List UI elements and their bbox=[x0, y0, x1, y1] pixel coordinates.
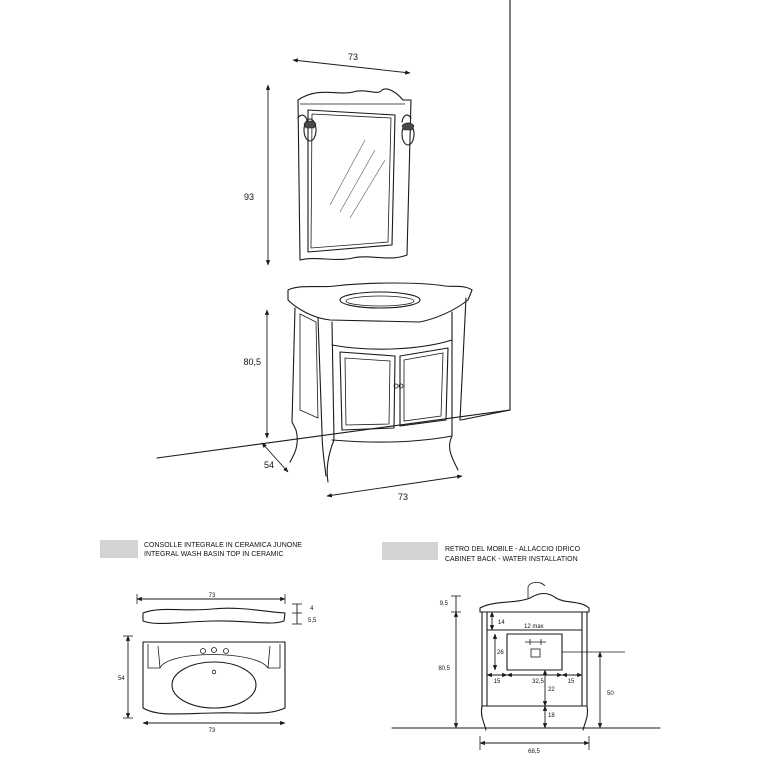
cabinet-depth-label: 54 bbox=[264, 460, 274, 470]
basin-thickness-side-label: 5,5 bbox=[308, 618, 317, 624]
back-dim-shelf-label: 14 bbox=[498, 620, 505, 626]
back-dim-left-label: 15 bbox=[494, 679, 501, 685]
cabinet-width-label: 73 bbox=[398, 492, 408, 502]
back-dim-opening-label: 12 max bbox=[524, 624, 544, 630]
mirror-drawing bbox=[297, 88, 412, 261]
basin-thickness-top-label: 4 bbox=[310, 606, 314, 612]
back-dimension-lines bbox=[451, 595, 603, 750]
cabinet-back-drawing bbox=[391, 582, 661, 731]
left-wall-lamp bbox=[297, 114, 317, 142]
cabinet-height-label: 80,5 bbox=[243, 357, 261, 367]
right-wall-lamp bbox=[401, 114, 415, 146]
basin-plan-depth-label: 54 bbox=[118, 676, 125, 682]
back-dim-right-label: 15 bbox=[568, 679, 575, 685]
back-dim-floor-label: 18 bbox=[548, 713, 555, 719]
back-dim-mid-label: 22 bbox=[548, 687, 555, 693]
back-dim-drain-label: 50 bbox=[607, 691, 614, 697]
basin-plan-width-label: 73 bbox=[209, 728, 216, 734]
basin-plan-view bbox=[123, 635, 286, 726]
mirror-width-label: 73 bbox=[348, 52, 358, 62]
basin-top-width-label: 73 bbox=[209, 593, 216, 599]
basin-caption-line1: CONSOLLE INTEGRALE IN CERAMICA JUNONE bbox=[144, 542, 302, 549]
mirror-height-label: 93 bbox=[244, 192, 254, 202]
basin-caption-swatch bbox=[100, 540, 138, 558]
back-dim-center-label: 32,5 bbox=[532, 679, 544, 685]
back-dim-top-label: 9,5 bbox=[440, 601, 449, 607]
back-dim-total-height-label: 80,5 bbox=[438, 666, 450, 672]
back-caption-swatch bbox=[382, 542, 438, 560]
back-dim-width-label: 68,5 bbox=[528, 749, 540, 755]
main-dimension-lines bbox=[261, 58, 463, 498]
vanity-cabinet-drawing bbox=[287, 282, 473, 483]
back-dim-box-height-label: 26 bbox=[497, 650, 504, 656]
back-caption-line1: RETRO DEL MOBILE - ALLACCIO IDRICO bbox=[445, 546, 581, 553]
back-caption-line2: CABINET BACK - WATER INSTALLATION bbox=[445, 556, 578, 563]
basin-front-view bbox=[136, 594, 302, 625]
basin-caption-line2: INTEGRAL WASH BASIN TOP IN CERAMIC bbox=[144, 551, 284, 558]
